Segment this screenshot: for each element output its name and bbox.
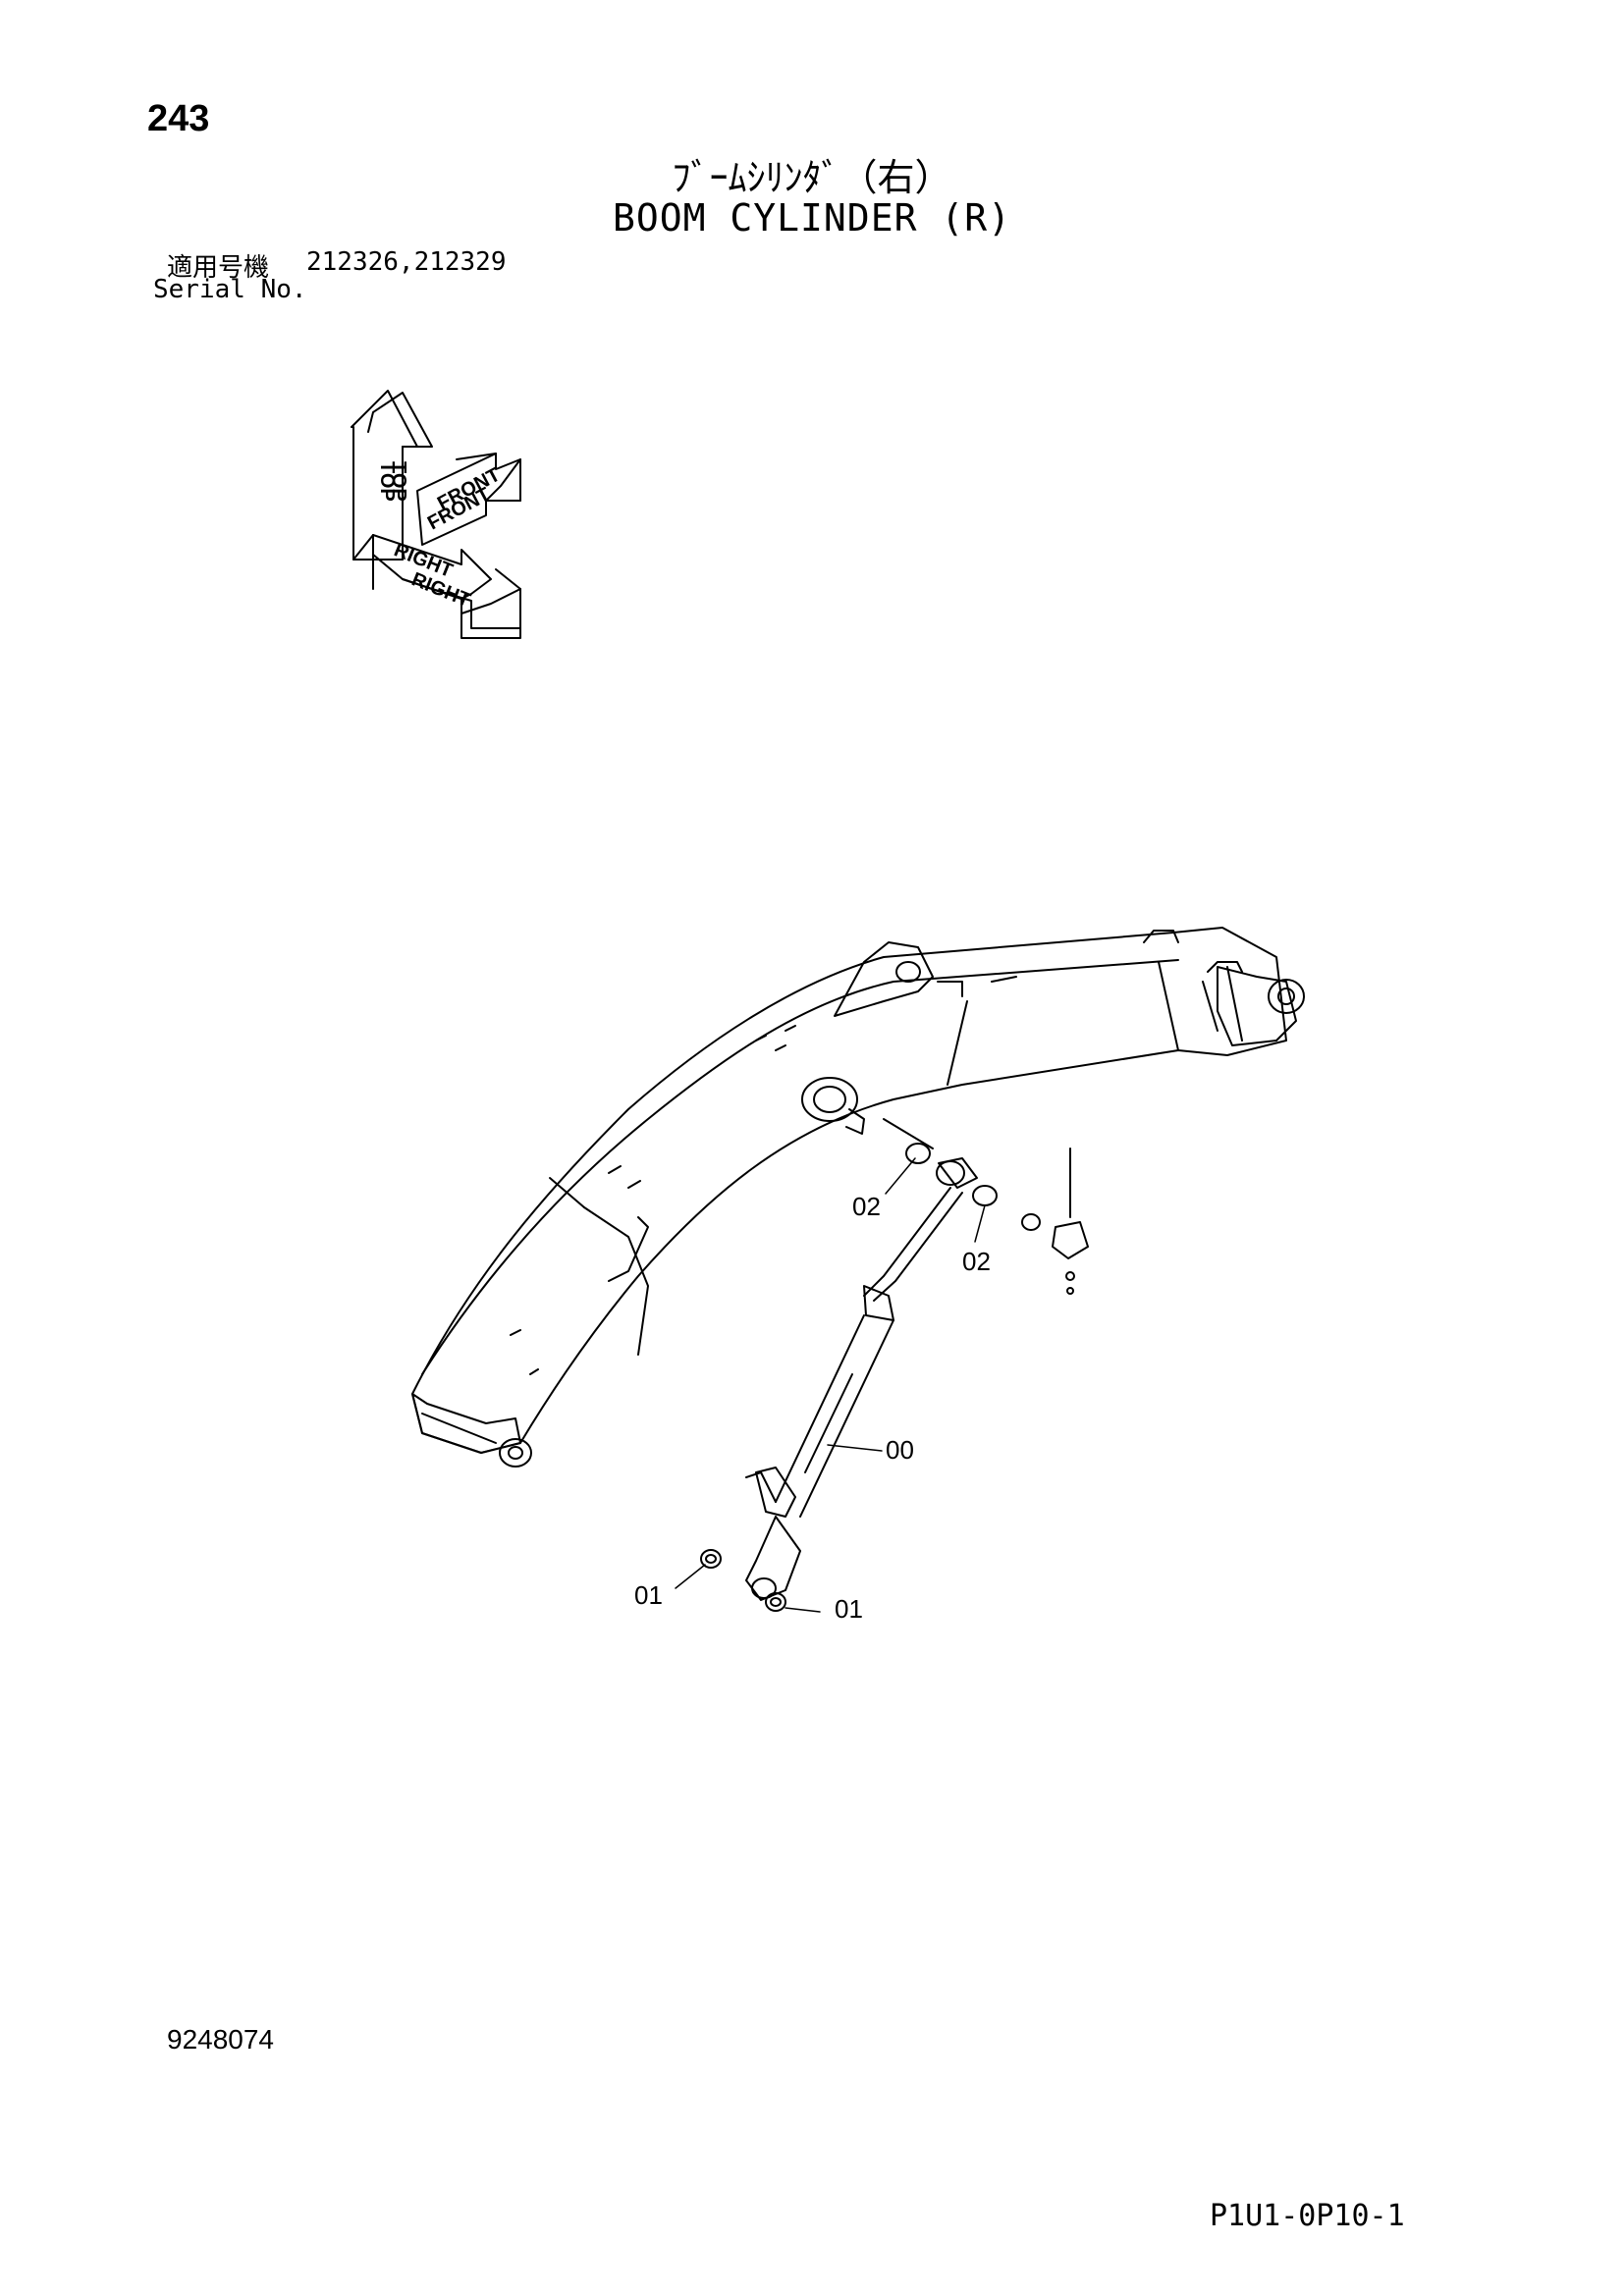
callout-01-left: 01	[634, 1580, 663, 1610]
foot-bushings	[700, 1549, 786, 1612]
callout-leaders	[675, 1157, 986, 1613]
label-top: TOP	[376, 461, 398, 502]
top-arrow-back	[367, 392, 433, 448]
callout-01-right: 01	[835, 1594, 863, 1624]
callout-02-lower: 02	[962, 1247, 991, 1276]
page-number: 243	[147, 98, 210, 139]
title-japanese: ﾌﾞｰﾑｼﾘﾝﾀﾞ（右）	[672, 156, 952, 199]
serial-label-english: Serial No.	[153, 275, 307, 304]
right-arrow	[372, 534, 492, 600]
front-arrow	[416, 453, 521, 546]
label-top-2: TOP	[388, 461, 409, 502]
page-code: P1U1-0P10-1	[1210, 2199, 1405, 2233]
boom-cylinder	[745, 1187, 963, 1601]
drawing-number: 9248074	[167, 2024, 275, 2055]
serial-label-japanese: 適用号機	[167, 253, 270, 283]
top-arrow	[351, 390, 418, 561]
boom	[411, 927, 1305, 1468]
rod-pin-assembly	[883, 1118, 1089, 1295]
orientation-indicator	[351, 390, 521, 639]
title-english: BOOM CYLINDER (R)	[613, 196, 1011, 240]
callout-02-upper: 02	[852, 1192, 881, 1221]
callout-00: 00	[886, 1435, 914, 1465]
serial-numbers: 212326,212329	[306, 247, 507, 277]
